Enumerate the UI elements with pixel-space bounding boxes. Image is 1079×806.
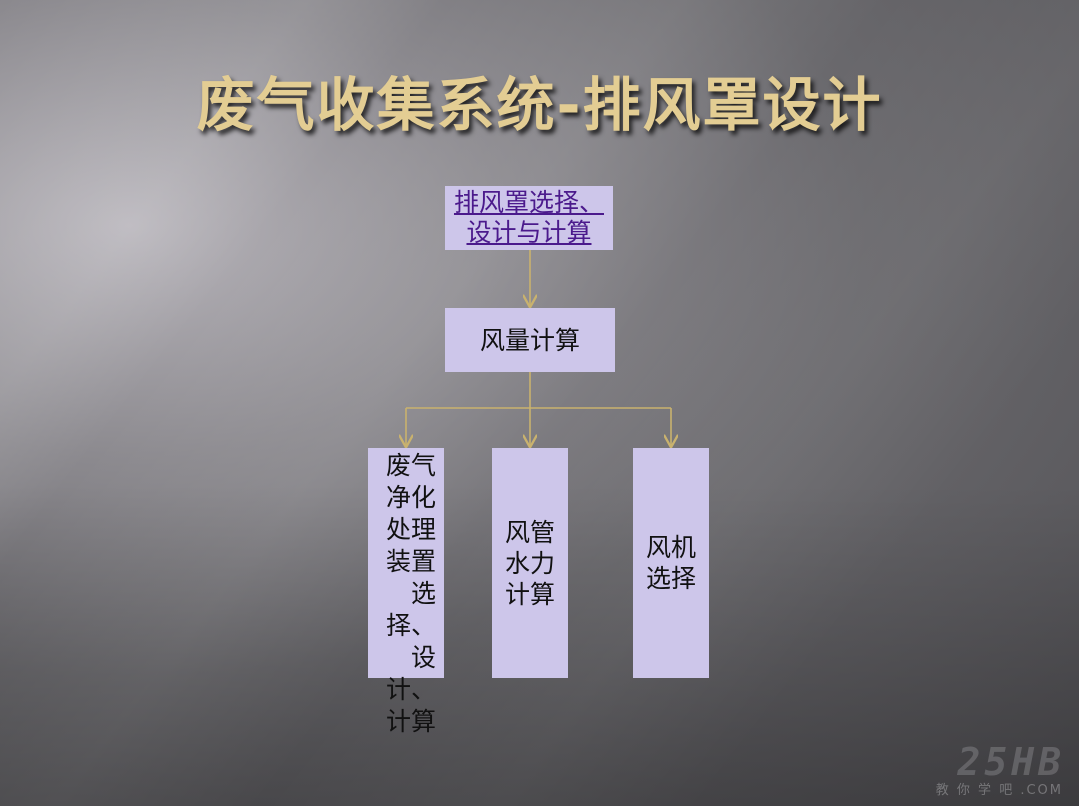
node-duct-line-2: 水力	[504, 548, 555, 578]
node-airflow-calculation: 风量计算	[445, 308, 615, 372]
node-purification-line-6: 设计、	[385, 643, 436, 704]
node-purification-line-1: 废气	[385, 451, 436, 480]
node-duct-line-3: 计算	[504, 579, 555, 609]
node-purification-line-5: 选择、	[385, 579, 436, 640]
node-airflow-label: 风量计算	[479, 325, 580, 355]
node-purification-text: 废气 净化 处理 装置 选择、 设计、 计算	[368, 450, 444, 738]
node-purification-line-3: 处理	[385, 515, 436, 544]
site-watermark: 25HB 教 你 学 吧 .COM	[899, 740, 1069, 800]
node-purification-line-4: 装置	[385, 547, 436, 576]
slide-title: 废气收集系统-排风罩设计	[196, 71, 883, 139]
node-duct-hydraulic: 风管 水力 计算	[492, 448, 568, 678]
node-fan-line-2: 选择	[645, 564, 696, 593]
watermark-site-text: 教 你 学 吧 .COM	[935, 783, 1063, 798]
node-purification-line-7: 计算	[385, 707, 436, 736]
node-fan-selection: 风机 选择	[633, 448, 709, 678]
node-duct-line-1: 风管	[504, 517, 555, 547]
node-duct-text: 风管 水力 计算	[505, 517, 555, 610]
node-hood-line-2[interactable]: 设计与计算	[466, 218, 592, 247]
node-fan-text: 风机 选择	[646, 532, 696, 594]
node-hood-selection-link[interactable]: 排风罩选择、 设计与计算	[445, 186, 613, 250]
node-purification-line-2: 净化	[385, 483, 436, 512]
node-purification-device: 废气 净化 处理 装置 选择、 设计、 计算	[368, 448, 444, 736]
watermark-logo-text: 25HB	[957, 740, 1065, 784]
node-hood-line-1[interactable]: 排风罩选择、	[453, 188, 604, 217]
node-fan-line-1: 风机	[645, 533, 696, 562]
